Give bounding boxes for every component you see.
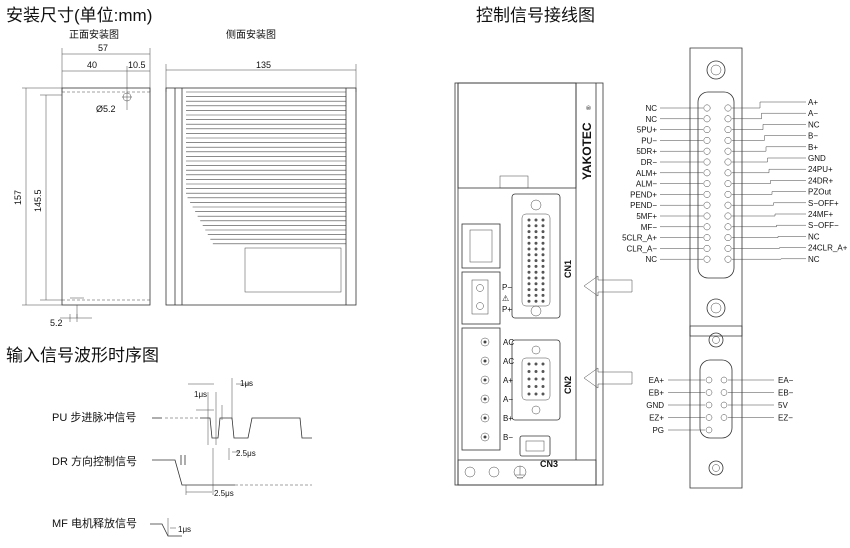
wiring-title: 控制信号接线图 bbox=[476, 6, 595, 25]
brand-logo: YAKOTEC bbox=[580, 122, 594, 180]
motor-terminal-label: B− bbox=[503, 433, 513, 442]
front-view-label: 正面安装图 bbox=[69, 28, 119, 41]
cn1-right-pin-label: A+ bbox=[808, 98, 818, 107]
cn1-left-pin-label: 5CLR_A+ bbox=[622, 234, 657, 243]
cn1-right-pin-label: S−OFF+ bbox=[808, 199, 839, 208]
cn1-left-pin-label: NC bbox=[645, 115, 657, 124]
dr-signal-label: DR 方向控制信号 bbox=[52, 454, 137, 468]
cn1-right-pin-label: 24MF+ bbox=[808, 210, 833, 219]
cn1-right-pin-label: B+ bbox=[808, 143, 818, 152]
cn1-left-pin-label: PEND− bbox=[630, 201, 657, 210]
cn3-label: CN3 bbox=[540, 459, 558, 469]
cn2-left-pin-label: EB+ bbox=[649, 389, 665, 398]
timing-1us-c: 1μs bbox=[178, 525, 191, 534]
cn1-right-pin-label: GND bbox=[808, 154, 826, 163]
side-view-drawing bbox=[165, 64, 357, 306]
cn1-right-pin-label: NC bbox=[808, 232, 820, 241]
timing-1us-a: 1μs bbox=[194, 390, 207, 399]
timing-1us-b: 1μs bbox=[240, 379, 253, 388]
power-term-p-plus: P+ bbox=[502, 305, 512, 314]
motor-terminal-label: B+ bbox=[503, 414, 513, 423]
front-view-drawing bbox=[22, 48, 151, 322]
dim-157: 157 bbox=[13, 190, 23, 205]
brand-registered-mark: ® bbox=[586, 105, 593, 110]
dim-5-2: 5.2 bbox=[50, 318, 63, 328]
waveform-diagram bbox=[150, 378, 312, 537]
cn1-right-pin-label: NC bbox=[808, 120, 820, 129]
cn1-left-pin-label: CLR_A− bbox=[627, 244, 658, 253]
cn1-right-pin-label: PZOut bbox=[808, 188, 832, 197]
cn2-left-pin-label: EZ+ bbox=[649, 414, 664, 423]
cn1-left-pin-label: NC bbox=[645, 104, 657, 113]
cn1-left-pin-label: ALM+ bbox=[636, 169, 657, 178]
timing-2-5us-b: 2.5μs bbox=[214, 489, 234, 498]
cn1-right-pin-label: NC bbox=[808, 255, 820, 264]
power-term-p-minus: P− bbox=[502, 283, 512, 292]
cn1-left-pin-label: MF− bbox=[641, 223, 658, 232]
cn1-left-pin-label: PEND+ bbox=[630, 190, 657, 199]
cn1-left-pin-label: DR− bbox=[641, 158, 658, 167]
cn2-label: CN2 bbox=[563, 376, 573, 394]
cn1-right-pin-label: S−OFF− bbox=[808, 221, 839, 230]
cn2-right-pin-label: EA− bbox=[778, 376, 794, 385]
cn2-right-pin-label: 5V bbox=[778, 401, 788, 410]
dim-145-5: 145.5 bbox=[33, 189, 43, 212]
cn1-left-pin-label: 5PU+ bbox=[637, 126, 658, 135]
warning-icon: ⚠ bbox=[502, 294, 509, 303]
cn1-right-pin-label: B− bbox=[808, 132, 818, 141]
dim-40: 40 bbox=[87, 60, 97, 70]
dim-135: 135 bbox=[256, 60, 271, 70]
motor-terminal-label: AC bbox=[503, 357, 514, 366]
driver-front-panel bbox=[454, 82, 633, 486]
dim-57: 57 bbox=[98, 43, 108, 53]
cn1-right-pin-label: 24CLR_A+ bbox=[808, 244, 848, 253]
cn2-left-pin-label: EA+ bbox=[649, 376, 665, 385]
pu-signal-label: PU 步进脉冲信号 bbox=[52, 410, 136, 424]
cn1-connector-diagram bbox=[660, 47, 806, 337]
cn2-right-pin-label: EZ− bbox=[778, 414, 793, 423]
cn2-right-pin-label: EB− bbox=[778, 389, 794, 398]
mf-signal-label: MF 电机释放信号 bbox=[52, 516, 137, 530]
cn1-left-pin-label: NC bbox=[645, 255, 657, 264]
motor-terminal-label: A− bbox=[503, 395, 513, 404]
cn2-left-pin-label: GND bbox=[646, 401, 664, 410]
side-view-label: 侧面安装图 bbox=[226, 28, 276, 41]
cn1-left-pin-label: 5DR+ bbox=[636, 147, 657, 156]
cn1-left-pin-label: PU− bbox=[641, 136, 657, 145]
waveform-title: 输入信号波形时序图 bbox=[6, 346, 159, 365]
cn1-right-pin-label: 24DR+ bbox=[808, 176, 833, 185]
cn1-left-pin-label: 5MF+ bbox=[636, 212, 657, 221]
motor-terminal-label: A+ bbox=[503, 376, 513, 385]
cn1-right-pin-label: A− bbox=[808, 109, 818, 118]
cn1-left-pin-label: ALM− bbox=[636, 180, 657, 189]
timing-2-5us-a: 2.5μs bbox=[236, 449, 256, 458]
dimensions-title: 安装尺寸(单位:mm) bbox=[6, 6, 152, 25]
cn2-connector-diagram bbox=[668, 325, 774, 489]
cn1-right-pin-label: 24PU+ bbox=[808, 165, 833, 174]
motor-terminal-label: AC bbox=[503, 338, 514, 347]
cn1-label: CN1 bbox=[563, 260, 573, 278]
dim-10-5: 10.5 bbox=[128, 60, 146, 70]
dim-hole: Ø5.2 bbox=[96, 104, 116, 114]
cn2-left-pin-label: PG bbox=[652, 426, 664, 435]
